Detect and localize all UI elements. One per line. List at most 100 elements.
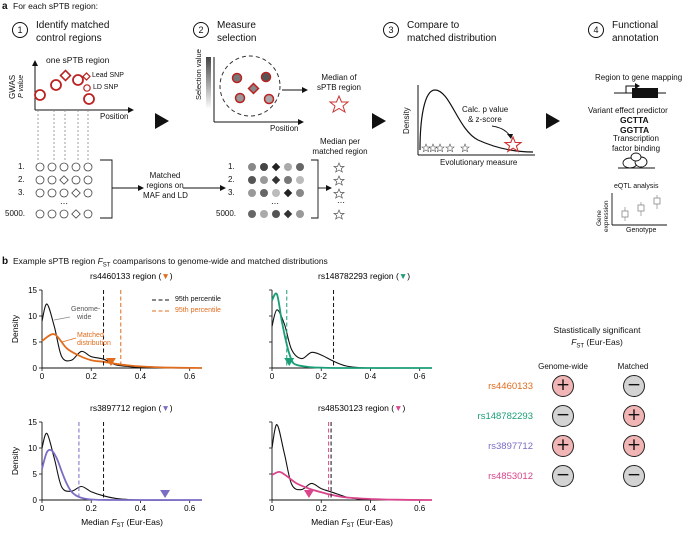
panel-b-label: b [2, 256, 9, 267]
panel-b-title: Example sPTB region FST coamparisons to … [13, 256, 328, 269]
genome-wide-density-line [271, 309, 432, 369]
x-tick-label: 0.4 [365, 504, 377, 513]
step1-matched-rows [35, 162, 93, 219]
x-tick-label: 0 [40, 372, 45, 381]
region-median-marker [284, 358, 295, 366]
y-tick-label: 15 [28, 286, 37, 295]
y-tick-label: 15 [28, 418, 37, 427]
step2-row-2: 2. [228, 175, 235, 184]
step3-evolutionary-measure-label: Evolutionary measure [440, 158, 518, 167]
median-sptb-l2: sPTB region [316, 83, 362, 92]
genome-wide-density-line [271, 424, 432, 501]
median-sptb-l1: Median of [321, 73, 357, 82]
step-2-title-line2: selection [217, 33, 257, 44]
x-tick-label: 0.2 [86, 372, 98, 381]
step1-row-2: 2. [18, 175, 25, 184]
step-2-number: 2 [193, 22, 209, 38]
y-axis-label: Density [10, 314, 20, 343]
matched-regions-text-l3: MAF and LD [143, 191, 188, 200]
step2-dashed-region [219, 55, 281, 117]
seq-2: GGTTA [620, 125, 650, 135]
step2-lead-snp [247, 82, 260, 95]
lead-snp-label: Lead SNP [92, 72, 124, 79]
x-tick-label: 0 [270, 504, 275, 513]
tf-binding-l2: factor binding [611, 144, 661, 153]
eqtl-label: eQTL analysis [614, 183, 659, 190]
calc-pvalue-l2: & z-score [468, 115, 502, 124]
step3-calc-arrow-head [507, 134, 513, 139]
density-plot-title: rs48530123 region (▼) [318, 403, 406, 413]
legend-lines [53, 299, 171, 343]
genotype-label: Genotype [626, 227, 657, 234]
step1-x-arrow [128, 107, 134, 113]
step1-snp-circle [72, 74, 84, 86]
x-tick-label: 0.2 [316, 504, 328, 513]
tf-binding-icon [618, 152, 655, 169]
step1-lead-snp-diamond [59, 69, 72, 82]
sig-matched-minus-icon: − [623, 465, 645, 487]
x-tick-label: 0.6 [184, 504, 196, 513]
step-3-title-line2: matched distribution [407, 33, 497, 44]
matched-density-line [41, 448, 203, 501]
median-per-matched-l1: Median per [319, 137, 361, 146]
step1-to-step2-arrow [155, 113, 169, 129]
step2-to-median-arrow-head [302, 87, 308, 93]
sig-row-snp-2: rs148782293 [477, 411, 533, 422]
step2-position-label: Position [270, 124, 299, 133]
step2-snp-point [263, 93, 275, 105]
step2-x-arrow [298, 119, 304, 125]
matched-median-stars [332, 162, 346, 220]
x-tick-label: 0.6 [184, 372, 196, 381]
step1-row-ellipsis: ⋯ [60, 199, 68, 208]
x-tick-label: 0 [40, 504, 45, 513]
sig-matched-plus-icon: + [623, 435, 645, 457]
legend-matched-l2: distribution [77, 340, 111, 347]
matched-density-line [41, 333, 203, 369]
region-median-marker [105, 358, 116, 366]
significance-title-l1: Stastistically significant [553, 325, 641, 335]
step-3-number: 3 [383, 22, 399, 38]
x-tick-label: 0·6 [414, 372, 426, 381]
matched-density-line [271, 471, 433, 501]
x-axis-label: Median FST (Eur-Eas) [81, 517, 163, 529]
genome-wide-density-line [41, 432, 202, 501]
legend-genome-wide-l1: Genome- [71, 306, 101, 313]
step2-bracket-arrow-head [326, 185, 332, 191]
step1-snp-circle [50, 79, 62, 91]
step-4-title-line2: annotation [612, 33, 659, 44]
step3-sptb-star [503, 135, 523, 153]
step3-to-step4-arrow [546, 113, 560, 129]
step3-matched-stars [421, 143, 470, 153]
gene-tss-arrow-head [635, 83, 640, 89]
step2-to-step3-arrow [372, 113, 386, 129]
step2-star-ellipsis: ⋯ [337, 198, 345, 207]
step2-matched-rows [248, 162, 304, 219]
step1-bracket [100, 159, 113, 219]
x-tick-label: 0·4 [365, 372, 377, 381]
step2-bracket [311, 159, 319, 219]
step-1-number: 1 [12, 22, 28, 38]
step-1-title-line1: Identify matched [36, 20, 110, 31]
step1-row-3: 3. [18, 188, 25, 197]
eqtl-mini-plot [611, 193, 667, 226]
gene-exon-box [632, 88, 658, 98]
x-tick-label: 0.2 [86, 504, 98, 513]
tf-binding-l1: Transcription [613, 134, 659, 143]
step-4-number: 4 [588, 22, 604, 38]
panel-a-intro: For each sPTB region: [13, 1, 99, 11]
step3-density-curve [419, 89, 534, 153]
legend-95-colored: 95th percentile [175, 307, 221, 314]
legend-95-black: 95th percentile [175, 296, 221, 303]
step2-row-3: 3. [228, 188, 235, 197]
step1-arrow-head [138, 185, 144, 191]
legend-matched-pointer [61, 337, 77, 343]
step1-position-label: Position [100, 112, 129, 121]
lead-snp-legend-symbol [82, 72, 91, 81]
genome-wide-density-line [41, 303, 203, 369]
step1-row-5000: 5000. [5, 209, 26, 218]
